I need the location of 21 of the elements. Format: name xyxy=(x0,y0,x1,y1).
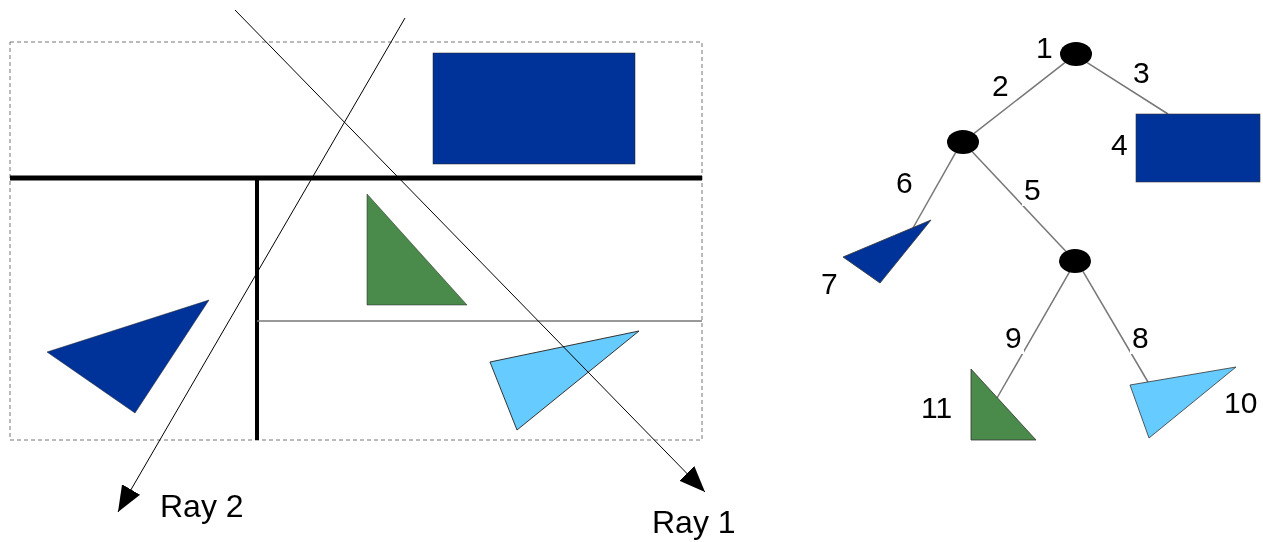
leaf-triangle xyxy=(843,220,931,283)
ray-label: Ray 2 xyxy=(118,488,260,528)
tree-branch xyxy=(973,61,1066,135)
leaf-triangle xyxy=(971,369,1036,440)
ray-label: Ray 1 xyxy=(652,492,758,540)
tree-branch xyxy=(996,271,1071,399)
tree-branch xyxy=(1082,270,1149,383)
tree-branch xyxy=(971,151,1067,252)
ray-arrow xyxy=(117,17,406,513)
tree-branch xyxy=(1086,61,1169,115)
leaf-rectangle xyxy=(1136,114,1260,182)
ray-arrow xyxy=(234,9,706,493)
node-dot xyxy=(1060,42,1092,66)
node-number: 4 xyxy=(1111,127,1128,163)
node-number: 11 xyxy=(921,390,953,426)
node-dot xyxy=(1059,249,1091,273)
node-number: 7 xyxy=(821,266,838,302)
node-dot xyxy=(947,130,979,154)
tree-branch xyxy=(912,151,957,229)
node-number: 1 xyxy=(1036,30,1053,66)
node-number: 10 xyxy=(1224,385,1258,421)
